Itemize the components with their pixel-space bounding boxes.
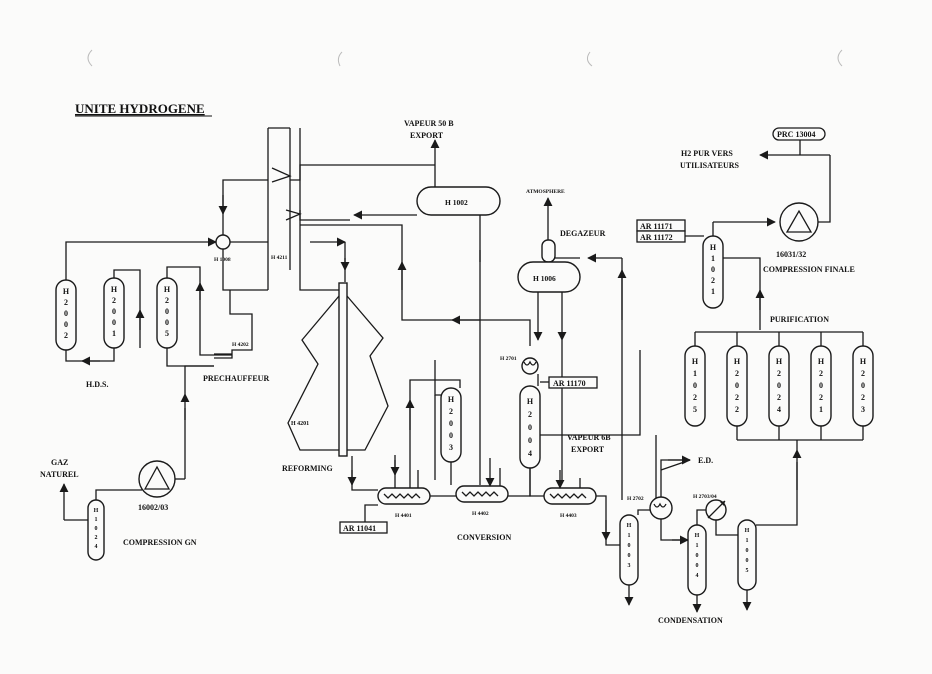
h4403-label: H 4403 — [560, 513, 577, 519]
export-label-1: EXPORT — [410, 131, 444, 140]
degazeur-label: DEGAZEUR — [560, 229, 606, 238]
h4401-label: H 4401 — [395, 513, 412, 519]
reforming-section: H 4201 REFORMING — [282, 128, 389, 491]
h2703-label: H 2703/04 — [693, 494, 717, 500]
prc13004-tag — [772, 127, 826, 141]
degazeur-dome — [541, 239, 556, 263]
conversion-label: CONVERSION — [457, 533, 511, 542]
ar11170-label: AR 11170 — [553, 379, 586, 388]
prechauffeur-label: PRECHAUFFEUR — [203, 374, 269, 383]
h1002-drum — [416, 186, 501, 216]
h4202-label: H 4202 — [232, 342, 249, 348]
vapeur50b-label: VAPEUR 50 B — [404, 119, 454, 128]
h1025-vessel — [684, 345, 706, 427]
c16031-compressor-icon — [779, 202, 819, 242]
h2702-exchanger-icon — [649, 496, 673, 520]
condensation-label: CONDENSATION — [658, 616, 723, 625]
prechauffeur-section: H 4202 PRECHAUFFEUR H 4211 — [180, 127, 302, 479]
vapeur6b-label: VAPEUR 6B — [567, 433, 611, 442]
condensation-section: H 2702 E.D. H 2703/04 CONDENSATION — [540, 258, 798, 625]
page-title: UNITE HYDROGENE — [75, 101, 205, 116]
utilisateurs-label: UTILISATEURS — [680, 161, 740, 170]
ar11041-label: AR 11041 — [343, 524, 376, 533]
gaz-label: GAZ — [51, 458, 68, 467]
ar11172-label: AR 11172 — [640, 233, 673, 242]
hds-label: H.D.S. — [86, 380, 108, 389]
h1021-vessel — [702, 235, 724, 309]
h2701-label: H 2701 — [500, 356, 517, 362]
reforming-label: REFORMING — [282, 464, 333, 473]
conversion-section: H 4401 AR 11041 H 4402 CONVERSION H 4403… — [339, 360, 620, 546]
c16002-label: 16002/03 — [138, 503, 168, 512]
h1002-label: H 1002 — [445, 198, 468, 207]
h4402-label: H 4402 — [472, 511, 489, 517]
binder-holes — [87, 49, 843, 67]
c16031-label: 16031/32 — [776, 250, 806, 259]
ar11171-label: AR 11171 — [640, 222, 673, 231]
prc13004-label: PRC 13004 — [777, 130, 815, 139]
h1006-drum — [517, 261, 581, 293]
h2pur-label: H2 PUR VERS — [681, 149, 733, 158]
compression-finale-label: COMPRESSION FINALE — [763, 265, 855, 274]
hds-section: H 1008 H.D.S. — [55, 179, 268, 389]
h4201-reformer-tube — [338, 282, 348, 457]
purification-label: PURIFICATION — [770, 315, 829, 324]
atmosphere-label: ATMOSPHERE — [526, 189, 565, 195]
h1006-label: H 1006 — [533, 274, 556, 283]
steam-export-line: VAPEUR 50 B EXPORT H 1002 — [290, 119, 531, 485]
h2702-label: H 2702 — [627, 496, 644, 502]
h2701-exchanger-icon — [521, 357, 539, 375]
h4402-exchanger — [455, 485, 509, 503]
h4201-label: H 4201 — [291, 421, 309, 427]
compression-gn-label: COMPRESSION GN — [123, 538, 197, 547]
export-label-2: EXPORT — [571, 445, 605, 454]
h4211-label: H 4211 — [271, 255, 288, 261]
compression-finale-section: PRC 13004 H2 PUR VERS UTILISATEURS 16031… — [636, 127, 874, 490]
ed-label: E.D. — [698, 456, 713, 465]
naturel-label: NATUREL — [40, 470, 79, 479]
ar11041-tag — [339, 521, 388, 534]
compression-gn-section: GAZ NATUREL 16002/03 COMPRESSION GN — [40, 458, 197, 561]
degazeur-section: ATMOSPHERE DEGAZEUR H 1006 H 2701 AR 111… — [500, 189, 622, 480]
h1008-pump-icon — [215, 234, 231, 250]
